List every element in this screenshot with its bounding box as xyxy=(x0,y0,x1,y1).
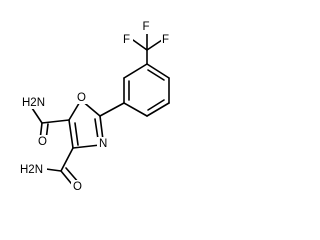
atom-labels: F F F O N H2N O H2N O xyxy=(19,21,173,194)
bond-n3-c4 xyxy=(72,144,101,149)
trifluoromethyl-group xyxy=(132,29,163,65)
chemical-structure-diagram: F F F O N H2N O H2N O xyxy=(19,21,173,194)
bond-carbonyl-n-top xyxy=(31,107,43,124)
atom-f-right: F xyxy=(162,34,169,46)
atom-amide-top-oxygen: O xyxy=(38,136,47,148)
bond-benzene-inner-1 xyxy=(147,69,165,81)
atom-f-left: F xyxy=(123,34,130,46)
atom-f-top: F xyxy=(143,21,150,33)
atom-ring-nitrogen: N xyxy=(99,138,107,150)
bond-benzene-6 xyxy=(123,63,148,79)
bond-c4-carbonyl xyxy=(60,147,74,172)
bond-benzene-4 xyxy=(123,102,148,117)
bond-c2-n3 xyxy=(99,115,104,141)
bond-benzene-3 xyxy=(146,102,170,117)
bond-c4-c5-inner xyxy=(74,122,79,146)
bond-benzene-inner-2 xyxy=(147,99,165,111)
bond-c2-aryl xyxy=(99,102,125,117)
atom-amide-top-nitrogen: H2N xyxy=(22,97,45,109)
atom-ring-oxygen: O xyxy=(77,92,86,104)
bond-carbonyl-n-bottom xyxy=(45,168,62,172)
atom-amide-bottom-nitrogen: H2N xyxy=(20,164,43,176)
oxazole-ring xyxy=(68,99,125,149)
bond-c-f-right xyxy=(146,39,163,51)
bond-c5-carbonyl xyxy=(41,119,70,124)
bond-c4-c5 xyxy=(68,119,74,149)
bond-c-f-left xyxy=(132,39,148,51)
bond-benzene-1 xyxy=(146,63,170,79)
atom-amide-bottom-oxygen: O xyxy=(73,181,82,193)
bond-c2-n3-inner xyxy=(94,118,99,140)
benzene-ring xyxy=(123,63,170,117)
